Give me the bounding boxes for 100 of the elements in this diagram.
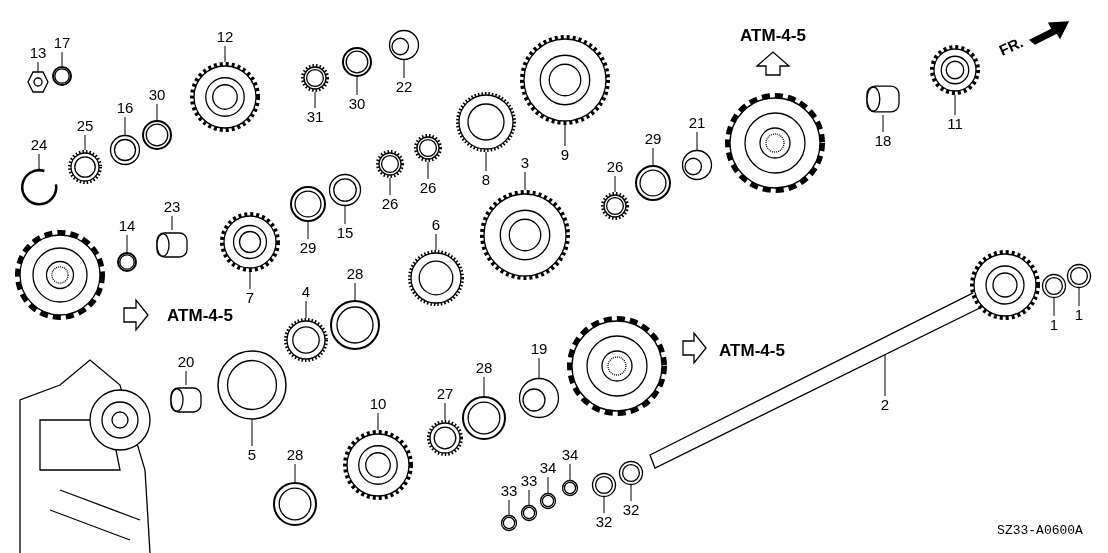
leader-line bbox=[126, 234, 128, 253]
leader-line bbox=[882, 114, 884, 133]
callout-number: 1 bbox=[1049, 317, 1059, 333]
direction-label: FR. bbox=[996, 33, 1026, 59]
washer-drawing bbox=[591, 472, 617, 498]
needle-bearing-drawing bbox=[68, 150, 102, 184]
thrust-washer-drawing bbox=[52, 66, 72, 86]
leader-line bbox=[603, 496, 605, 514]
leader-line bbox=[84, 134, 86, 151]
leader-line bbox=[483, 376, 485, 397]
callout-number: 28 bbox=[475, 360, 493, 376]
leader-line bbox=[1078, 287, 1080, 307]
gear-drawing bbox=[343, 430, 413, 500]
callout-number: 7 bbox=[245, 290, 255, 306]
thrust-washer-drawing bbox=[117, 252, 137, 272]
leader-line bbox=[249, 271, 251, 290]
callout-number: 20 bbox=[177, 354, 195, 370]
callout-number: 30 bbox=[348, 96, 366, 112]
leader-line bbox=[38, 153, 40, 171]
leader-line bbox=[37, 61, 39, 73]
needle-bearing-drawing bbox=[456, 92, 516, 152]
callout-number: 22 bbox=[395, 79, 413, 95]
drawing-code: SZ33-A0600A bbox=[997, 522, 1083, 538]
callout-number: 29 bbox=[299, 240, 317, 256]
callout-number: 10 bbox=[369, 396, 387, 412]
callout-number: 34 bbox=[539, 460, 557, 476]
leader-line bbox=[307, 221, 309, 240]
leader-line bbox=[485, 151, 487, 172]
callout-number: 3 bbox=[520, 155, 530, 171]
callout-number: 13 bbox=[29, 45, 47, 61]
leader-line bbox=[547, 476, 549, 494]
washer-drawing bbox=[520, 504, 538, 522]
callout-number: 23 bbox=[163, 199, 181, 215]
leader-line bbox=[528, 489, 530, 506]
needle-bearing-drawing bbox=[414, 134, 442, 162]
washer-drawing bbox=[1041, 273, 1067, 299]
leader-line bbox=[538, 357, 540, 379]
leader-line bbox=[356, 76, 358, 96]
needle-bearing-drawing bbox=[301, 64, 329, 92]
callout-number: 4 bbox=[301, 284, 311, 300]
washer-drawing bbox=[539, 492, 557, 510]
callout-number: 25 bbox=[76, 118, 94, 134]
callout-number: 9 bbox=[560, 147, 570, 163]
callout-number: 12 bbox=[216, 29, 234, 45]
callout-number: 28 bbox=[286, 447, 304, 463]
sleeve-drawing bbox=[156, 232, 188, 258]
callout-number: 27 bbox=[436, 386, 454, 402]
leader-line bbox=[1053, 297, 1055, 317]
leader-line bbox=[427, 161, 429, 180]
needle-bearing-drawing bbox=[601, 192, 629, 220]
leader-line bbox=[354, 282, 356, 301]
gear-drawing bbox=[520, 35, 610, 125]
callout-number: 33 bbox=[520, 473, 538, 489]
callout-number: 21 bbox=[688, 115, 706, 131]
thrust-washer-drawing bbox=[635, 165, 671, 201]
reference-label: ATM-4-5 bbox=[740, 26, 806, 46]
needle-bearing-drawing bbox=[284, 318, 328, 362]
callout-number: 8 bbox=[481, 172, 491, 188]
leader-line bbox=[954, 94, 956, 116]
leader-line bbox=[564, 124, 566, 147]
reference-label: ATM-4-5 bbox=[167, 306, 233, 326]
leader-line bbox=[294, 463, 296, 483]
callout-number: 1 bbox=[1074, 307, 1084, 323]
callout-number: 29 bbox=[644, 131, 662, 147]
thrust-washer-drawing bbox=[142, 120, 172, 150]
leader-line bbox=[696, 131, 698, 151]
gear-drawing bbox=[220, 212, 280, 272]
leader-line bbox=[614, 175, 616, 193]
collar-drawing bbox=[518, 377, 560, 419]
callout-number: 31 bbox=[306, 109, 324, 125]
leader-line bbox=[171, 215, 173, 231]
leader-line bbox=[344, 205, 346, 225]
callout-number: 15 bbox=[336, 225, 354, 241]
callout-number: 11 bbox=[947, 116, 963, 132]
thrust-washer-drawing bbox=[330, 300, 380, 350]
collar-drawing bbox=[681, 149, 713, 181]
callout-number: 28 bbox=[346, 266, 364, 282]
callout-number: 5 bbox=[247, 447, 257, 463]
callout-number: 34 bbox=[561, 447, 579, 463]
callout-number: 18 bbox=[874, 133, 892, 149]
leader-line bbox=[314, 91, 316, 109]
sleeve-drawing bbox=[866, 85, 900, 113]
callout-number: 32 bbox=[595, 514, 613, 530]
callout-number: 16 bbox=[116, 100, 134, 116]
thrust-washer-drawing bbox=[290, 186, 326, 222]
leader-line bbox=[435, 233, 437, 251]
washer-drawing bbox=[500, 514, 518, 532]
plate-drawing bbox=[217, 350, 287, 420]
callout-number: 26 bbox=[606, 159, 624, 175]
thrust-washer-drawing bbox=[342, 47, 372, 77]
callout-number: 33 bbox=[500, 483, 518, 499]
leader-line bbox=[185, 370, 187, 386]
leader-line bbox=[124, 116, 126, 136]
callout-number: 14 bbox=[118, 218, 136, 234]
callout-number: 26 bbox=[381, 196, 399, 212]
leader-line bbox=[524, 171, 526, 191]
leader-line bbox=[508, 499, 510, 516]
leader-line bbox=[156, 103, 158, 121]
callout-number: 26 bbox=[419, 180, 437, 196]
nut-drawing bbox=[27, 71, 49, 93]
